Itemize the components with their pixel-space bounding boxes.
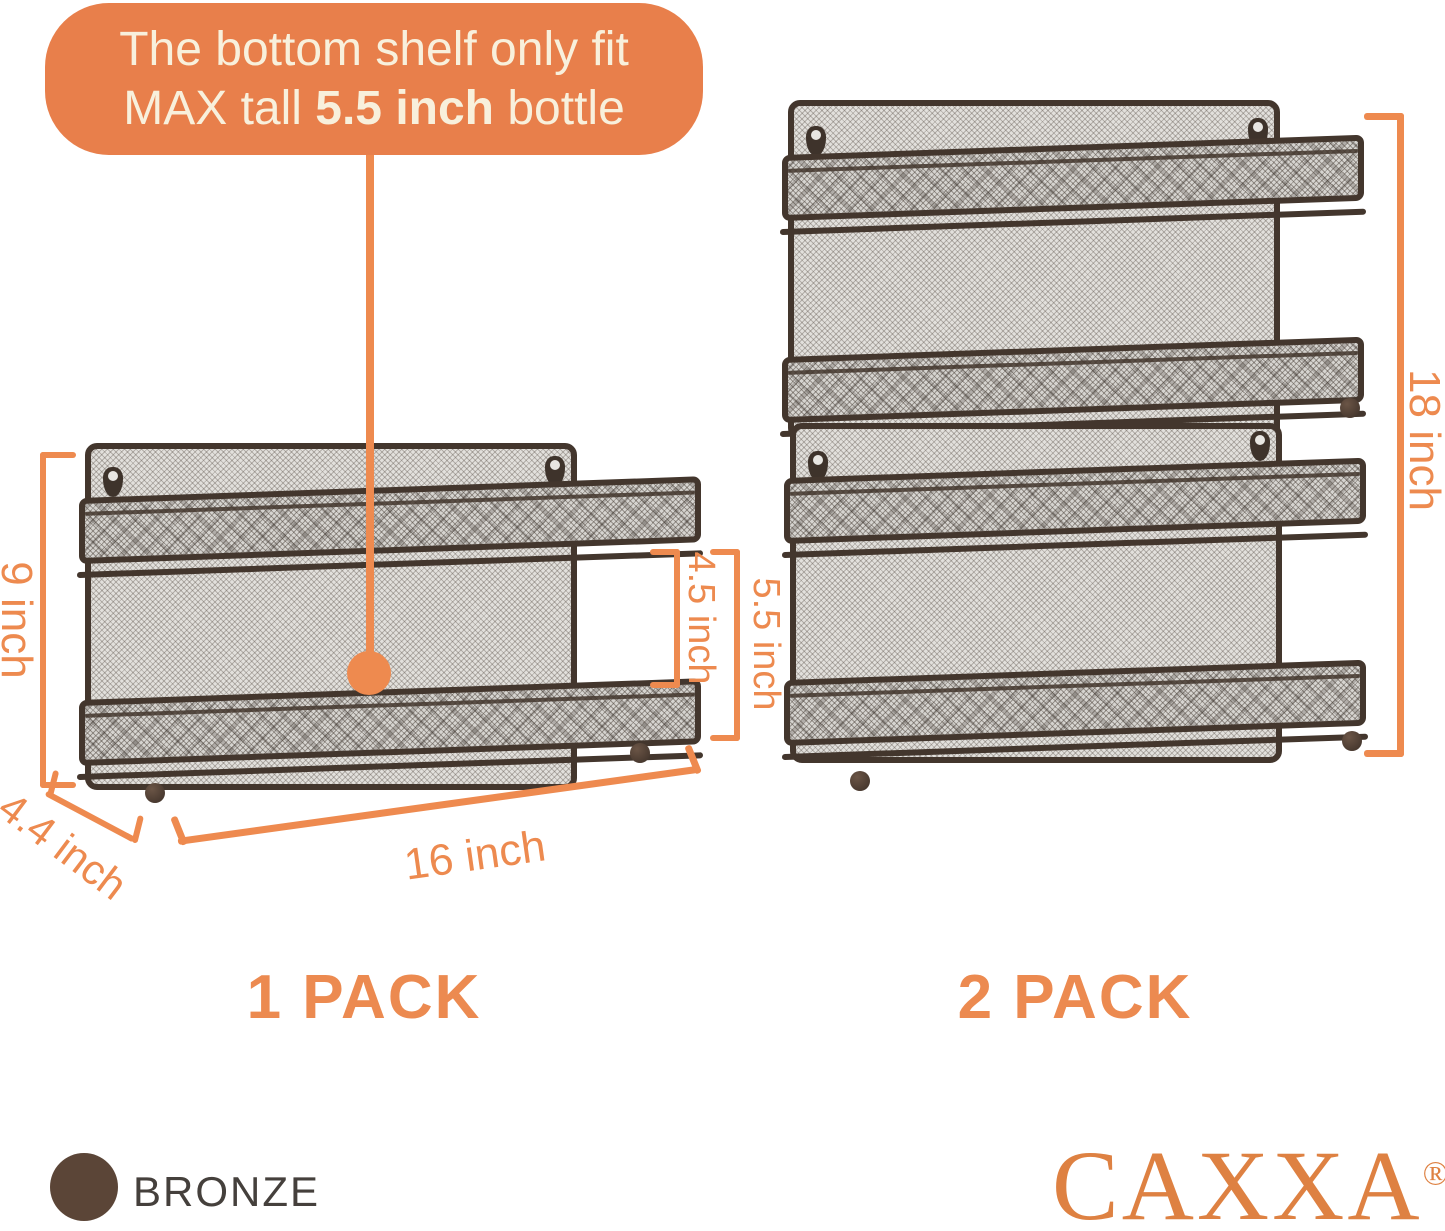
dimension-label-5-5in: 5.5 inch (745, 577, 787, 711)
dimension-tick (650, 682, 680, 688)
callout-line1: The bottom shelf only fit (119, 23, 629, 76)
foot-ball (1342, 731, 1362, 751)
dimension-tick (710, 735, 740, 741)
spice-rack-2pack-lower (784, 423, 1366, 791)
dimension-tick (710, 549, 740, 555)
bronze-color-swatch (50, 1153, 118, 1221)
pack1-label: 1 PACK (246, 963, 482, 1032)
dimension-label-16in: 16 inch (401, 821, 549, 890)
callout-bold-value: 5.5 inch (315, 82, 494, 135)
dimension-line-18in (1397, 113, 1404, 757)
dimension-line-5-5in (734, 549, 740, 741)
keyhole-icon (808, 451, 828, 481)
callout-bubble: The bottom shelf only fit MAX tall 5.5 i… (45, 3, 703, 155)
dimension-tick (1364, 750, 1404, 757)
brand-logo: CAXXA® (1052, 1136, 1445, 1231)
dimension-line-9in (40, 452, 46, 788)
foot-ball (145, 783, 165, 803)
pack2-label: 2 PACK (957, 963, 1193, 1032)
dimension-label-4-4in: 4.4 inch (0, 782, 136, 909)
foot-ball (630, 743, 650, 763)
callout-target-dot (347, 651, 391, 695)
registered-trademark-icon: ® (1422, 1155, 1445, 1193)
dimension-line-4-5in (674, 549, 680, 688)
keyhole-icon (806, 126, 826, 156)
callout-leader-line (366, 155, 374, 660)
dimension-label-9in: 9 inch (0, 561, 41, 679)
keyhole-icon (1250, 431, 1270, 461)
dimension-tick (40, 452, 76, 458)
dimension-tick (40, 782, 76, 788)
dimension-tick (1364, 113, 1404, 120)
dimension-tick (650, 549, 680, 555)
spice-rack-1pack (79, 443, 701, 803)
dimension-label-4-5in: 4.5 inch (680, 551, 722, 685)
spice-rack-2pack-upper (782, 100, 1364, 454)
foot-ball (850, 771, 870, 791)
callout-line2: MAX tall 5.5 inch bottle (123, 82, 625, 135)
finish-name-label: BRONZE (133, 1168, 321, 1215)
dimension-label-18in: 18 inch (1400, 369, 1445, 511)
keyhole-icon (103, 467, 123, 497)
foot-ball (1340, 398, 1360, 418)
keyhole-icon (545, 456, 565, 486)
